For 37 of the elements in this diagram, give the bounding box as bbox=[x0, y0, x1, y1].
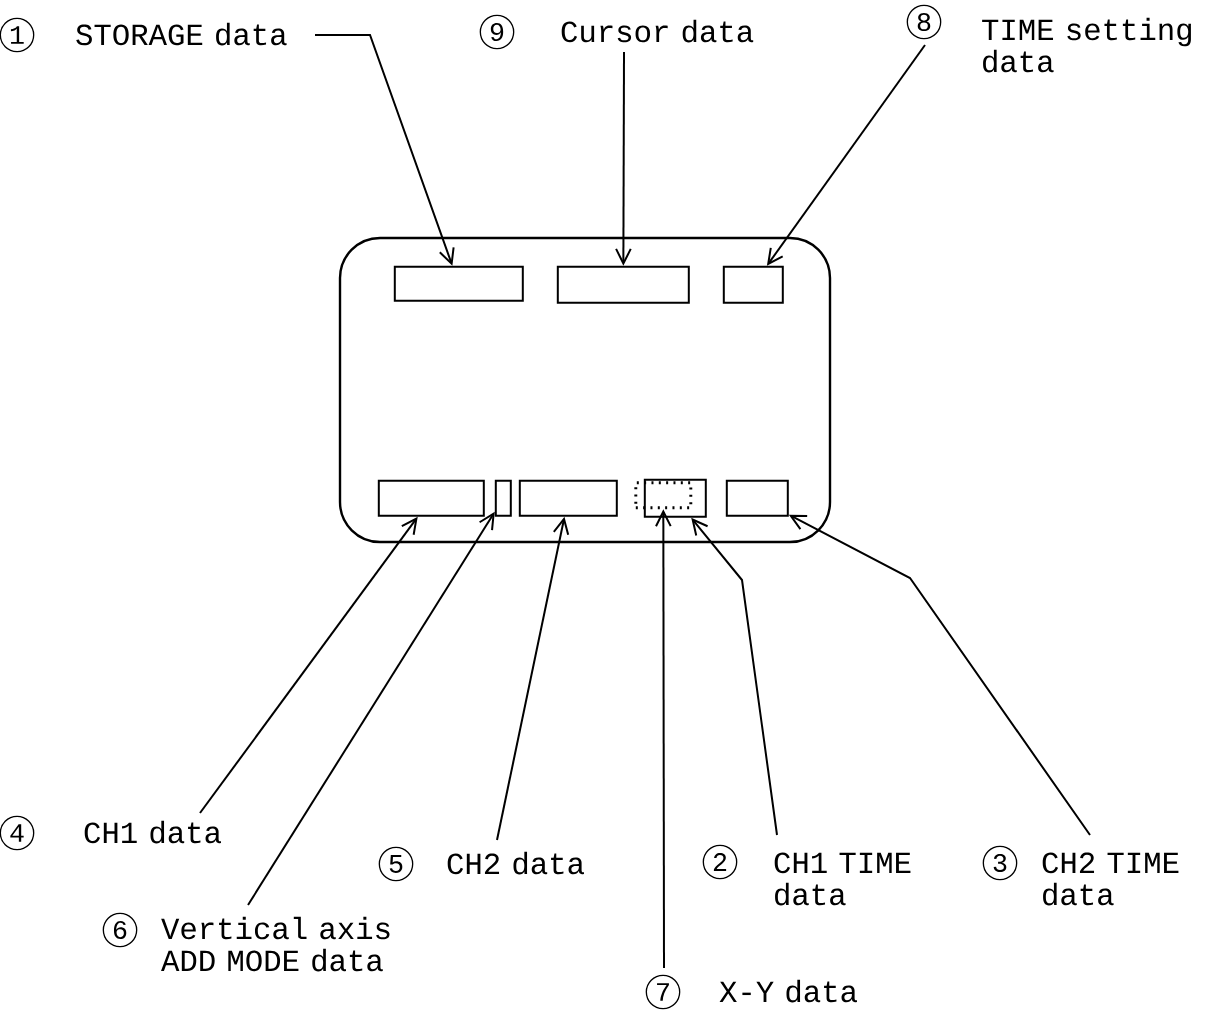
display-field bbox=[393, 265, 524, 302]
dotted-box bbox=[634, 481, 693, 510]
callout-number: 6 bbox=[102, 912, 138, 948]
callout-number: 8 bbox=[906, 4, 942, 40]
label-text: CH1 data bbox=[84, 820, 221, 844]
label-text: CH1 TIME data bbox=[774, 852, 911, 906]
label-text: Vertical axis ADD MODE data bbox=[161, 916, 390, 972]
callout-number: 3 bbox=[982, 845, 1018, 881]
leader-arrow bbox=[199, 516, 418, 814]
callout-number: 9 bbox=[479, 14, 515, 50]
leader-arrow bbox=[655, 509, 672, 969]
label-text: X-Y data bbox=[719, 979, 857, 1003]
display-field bbox=[377, 479, 485, 517]
leader-arrow bbox=[247, 511, 495, 906]
leader-arrow bbox=[766, 44, 926, 266]
display-field bbox=[494, 479, 512, 517]
callout-number: 5 bbox=[378, 846, 414, 882]
leader-arrow bbox=[788, 514, 1091, 836]
callout-number: 1 bbox=[0, 17, 35, 53]
label-text: Cursor data bbox=[561, 19, 754, 43]
display-field bbox=[725, 479, 789, 517]
leader-arrow bbox=[615, 51, 632, 266]
callout-number: 4 bbox=[0, 815, 35, 851]
label-text: TIME setting data bbox=[982, 17, 1191, 73]
label-text: CH2 data bbox=[447, 851, 584, 875]
label-text: CH2 TIME data bbox=[1042, 852, 1179, 906]
leader-arrow bbox=[691, 517, 778, 836]
screen-outline bbox=[338, 236, 832, 544]
leader-arrow bbox=[496, 516, 570, 841]
label-text: STORAGE data bbox=[76, 22, 287, 46]
display-field bbox=[643, 478, 707, 518]
display-field bbox=[722, 265, 784, 304]
display-field bbox=[518, 479, 618, 517]
leader-arrow bbox=[314, 34, 455, 266]
display-field bbox=[556, 265, 690, 304]
callout-number: 7 bbox=[645, 974, 681, 1010]
callout-number: 2 bbox=[702, 844, 738, 880]
